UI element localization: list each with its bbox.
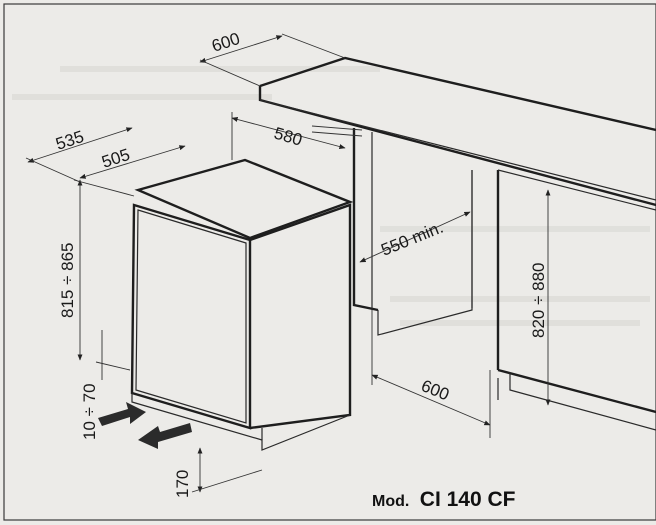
model-caption: Mod. CI 140 CF — [372, 488, 516, 511]
countertop — [258, 56, 656, 207]
dim-label-10-70: 10 ÷ 70 — [80, 383, 99, 440]
model-prefix: Mod. — [372, 493, 409, 510]
dimension-lines — [25, 33, 551, 493]
dim-label-580: 580 — [272, 124, 305, 150]
air-inlet-arrow — [98, 402, 146, 426]
model-name: CI 140 CF — [420, 488, 516, 511]
right-cabinet — [496, 169, 656, 431]
dim-label-170: 170 — [173, 470, 192, 498]
air-outlet-arrow — [138, 423, 192, 449]
bleed-through-texture — [12, 66, 650, 326]
dim-label-535: 535 — [53, 127, 86, 154]
dim-label-600-bottom: 600 — [419, 376, 452, 404]
dim-label-815-865: 815 ÷ 865 — [58, 242, 77, 318]
dim-label-550-min: 550 min. — [378, 218, 446, 260]
page-frame — [3, 3, 656, 521]
dim-label-505: 505 — [99, 145, 132, 172]
dim-label-600-top: 600 — [209, 29, 242, 56]
dishwasher — [130, 158, 354, 451]
airflow-arrows — [98, 402, 192, 449]
dim-label-820-880: 820 ÷ 880 — [529, 262, 548, 338]
